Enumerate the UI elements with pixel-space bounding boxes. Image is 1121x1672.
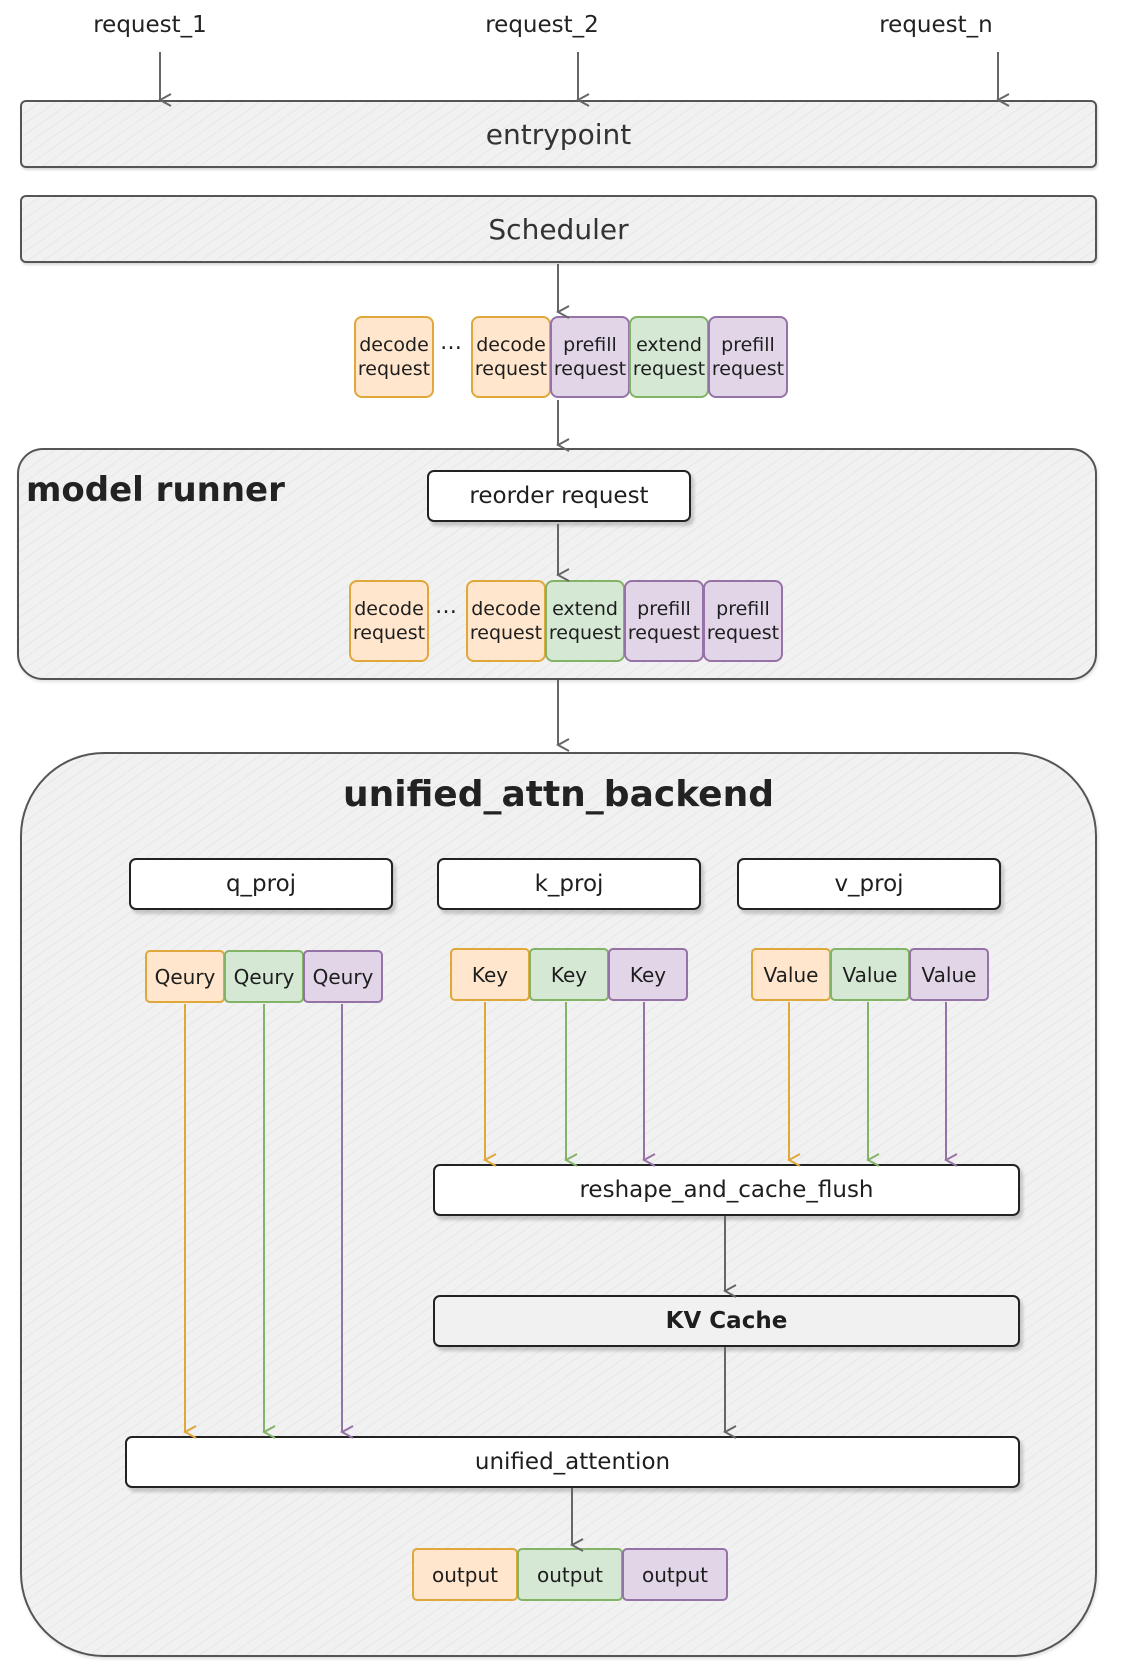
- request-type: decode: [471, 598, 541, 620]
- runner-queue-item-extend: extend request: [545, 580, 625, 662]
- request-type: prefill: [721, 334, 775, 356]
- request-word: request: [474, 358, 548, 380]
- request-word: request: [357, 358, 431, 380]
- scheduler-queue-item-extend: extend request: [629, 316, 709, 398]
- backend-title: unified_attn_backend: [343, 774, 774, 815]
- q-proj-box: q_proj: [129, 858, 393, 910]
- scheduler-queue-item-decode: decode request: [471, 316, 551, 398]
- runner-queue-item-decode: decode request: [466, 580, 546, 662]
- scheduler-band: Scheduler: [20, 195, 1097, 263]
- k-proj-box: k_proj: [437, 858, 701, 910]
- runner-queue-item-decode: decode request: [349, 580, 429, 662]
- reshape-and-cache-flush-box: reshape_and_cache_flush: [433, 1164, 1020, 1216]
- entrypoint-band: entrypoint: [20, 100, 1097, 168]
- key-token: Key: [608, 948, 688, 1001]
- request-type: prefill: [637, 598, 691, 620]
- kv-cache-label: KV Cache: [665, 1308, 788, 1334]
- request-word: request: [553, 358, 627, 380]
- request-word: request: [711, 358, 785, 380]
- input-label-request-2: request_2: [485, 12, 599, 38]
- q-proj-label: q_proj: [225, 871, 297, 897]
- key-token: Key: [450, 948, 530, 1001]
- value-token: Value: [830, 948, 910, 1001]
- request-type: extend: [636, 334, 702, 356]
- scheduler-label: Scheduler: [488, 212, 629, 246]
- value-token: Value: [909, 948, 989, 1001]
- query-token: Qeury: [303, 950, 383, 1003]
- request-word: request: [627, 622, 701, 644]
- unified-attention-box: unified_attention: [125, 1436, 1020, 1488]
- v-proj-label: v_proj: [834, 871, 904, 897]
- scheduler-queue-item-prefill: prefill request: [708, 316, 788, 398]
- scheduler-queue-item-prefill: prefill request: [550, 316, 630, 398]
- request-word: request: [706, 622, 780, 644]
- request-word: request: [352, 622, 426, 644]
- request-type: prefill: [716, 598, 770, 620]
- request-word: request: [469, 622, 543, 644]
- entrypoint-label: entrypoint: [485, 117, 632, 151]
- request-word: request: [548, 622, 622, 644]
- v-proj-box: v_proj: [737, 858, 1001, 910]
- reshape-label: reshape_and_cache_flush: [579, 1177, 874, 1203]
- request-type: decode: [476, 334, 546, 356]
- input-label-request-n: request_n: [879, 12, 993, 38]
- key-token: Key: [529, 948, 609, 1001]
- model-runner-title: model runner: [26, 470, 285, 510]
- output-token: output: [622, 1548, 728, 1601]
- request-type: decode: [354, 598, 424, 620]
- unified-attention-label: unified_attention: [474, 1449, 671, 1475]
- output-token: output: [517, 1548, 623, 1601]
- ellipsis: …: [440, 330, 462, 355]
- k-proj-label: k_proj: [534, 871, 604, 897]
- kv-cache-box: KV Cache: [433, 1295, 1020, 1347]
- input-label-request-1: request_1: [93, 12, 207, 38]
- runner-queue-item-prefill: prefill request: [624, 580, 704, 662]
- value-token: Value: [751, 948, 831, 1001]
- scheduler-queue-item-decode: decode request: [354, 316, 434, 398]
- reorder-request-box: reorder request: [427, 470, 691, 522]
- request-type: prefill: [563, 334, 617, 356]
- request-type: decode: [359, 334, 429, 356]
- query-token: Qeury: [224, 950, 304, 1003]
- request-word: request: [632, 358, 706, 380]
- runner-queue-item-prefill: prefill request: [703, 580, 783, 662]
- ellipsis: …: [435, 594, 457, 619]
- request-type: extend: [552, 598, 618, 620]
- reorder-request-label: reorder request: [469, 483, 649, 509]
